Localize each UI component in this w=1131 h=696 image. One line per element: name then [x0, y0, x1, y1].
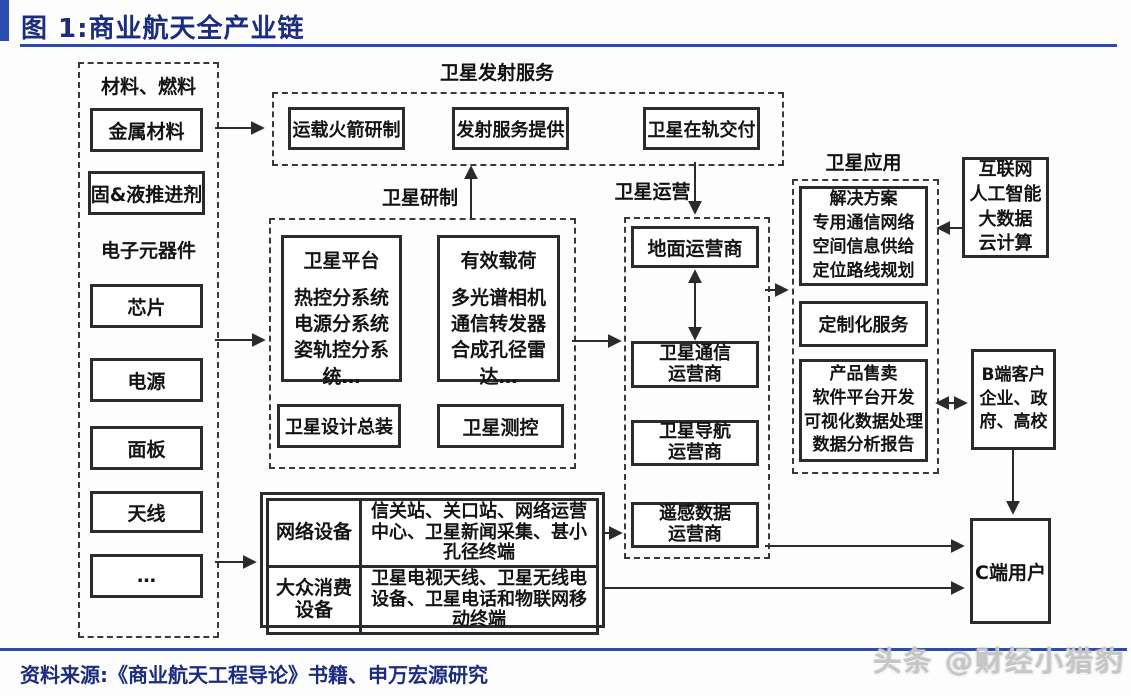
box-metal-materials: 金属材料	[90, 108, 203, 152]
table-row: 大众消费设备 卫星电视天线、卫星无线电设备、卫星电话和物联网移动终端	[266, 565, 599, 636]
box-payload: 有效载荷 多光谱相机 通信转发器 合成孔径雷达…	[437, 235, 560, 388]
label-materials-fuel: 材料、燃料	[100, 76, 196, 98]
box-power: 电源	[90, 358, 203, 402]
box-in-orbit-delivery: 卫星在轨交付	[643, 107, 760, 150]
label-satellite-development: 卫星研制	[381, 187, 458, 209]
title-accent-bar	[0, 0, 9, 41]
box-customized-services: 定制化服务	[799, 301, 928, 347]
title-underline	[20, 44, 1117, 47]
box-product-sales: 产品售卖 软件平台开发 可视化数据处理 数据分析报告	[799, 359, 928, 462]
cell-consumer-equipment-items: 卫星电视天线、卫星无线电设备、卫星电话和物联网移动终端	[359, 565, 599, 636]
box-rocket-development: 运载火箭研制	[288, 107, 405, 150]
satellite-application-group	[792, 179, 939, 474]
source-note: 资料来源:《商业航天工程导论》书籍、申万宏源研究	[20, 663, 488, 687]
label-satellite-launch-services: 卫星发射服务	[439, 62, 554, 84]
satellite-operation-group	[624, 217, 770, 559]
box-c-side-users: C端用户	[970, 518, 1051, 624]
box-b-side-customers: B端客户 企业、政府、高校	[971, 349, 1056, 450]
cell-network-equipment: 网络设备	[266, 497, 362, 569]
box-antenna: 天线	[90, 491, 203, 533]
figure-title: 图 1:商业航天全产业链	[21, 14, 305, 44]
box-propellant: 固&液推进剂	[88, 171, 205, 215]
box-remote-sensing-operators: 遥感数据 运营商	[631, 502, 759, 548]
box-enabling-technologies: 互联网 人工智能 大数据 云计算	[962, 157, 1049, 258]
box-launch-service-provision: 发射服务提供	[452, 107, 569, 150]
box-satnav-operators: 卫星导航 运营商	[631, 420, 759, 466]
table-row: 网络设备 信关站、关口站、网络运营中心、卫星新闻采集、甚小孔径终端	[266, 497, 599, 569]
box-satcom-operators: 卫星通信 运营商	[631, 341, 759, 388]
box-satellite-ttc: 卫星测控	[437, 404, 564, 448]
box-panels: 面板	[90, 426, 203, 470]
label-satellite-operation: 卫星运营	[614, 181, 691, 203]
satellite-platform-heading: 卫星平台	[303, 250, 380, 272]
payload-heading: 有效载荷	[460, 250, 537, 272]
box-satellite-platform: 卫星平台 热控分系统 电源分系统 姿轨控分系统…	[281, 235, 402, 388]
label-satellite-application: 卫星应用	[825, 152, 902, 174]
cell-network-equipment-items: 信关站、关口站、网络运营中心、卫星新闻采集、甚小孔径终端	[359, 497, 599, 569]
launch-services-group	[272, 92, 784, 166]
box-satellite-design-assembly: 卫星设计总装	[277, 404, 401, 448]
watermark: 头条 @财经小猎豹	[873, 645, 1125, 678]
payload-items: 多光谱相机 通信转发器 合成孔径雷达…	[450, 287, 546, 388]
box-ground-operators: 地面运营商	[631, 226, 759, 268]
satellite-development-group	[269, 218, 576, 469]
satellite-platform-subsystems: 热控分系统 电源分系统 姿轨控分系统…	[293, 287, 389, 388]
equipment-table: 网络设备 信关站、关口站、网络运营中心、卫星新闻采集、甚小孔径终端 大众消费设备…	[260, 492, 605, 636]
label-electronic-components: 电子元器件	[100, 240, 196, 262]
box-chips: 芯片	[90, 284, 203, 328]
box-ellipsis: …	[90, 554, 203, 598]
footer-divider	[0, 648, 1127, 651]
cell-consumer-equipment: 大众消费设备	[266, 565, 362, 636]
supply-column: 材料、燃料 金属材料 固&液推进剂 电子元器件 芯片 电源 面板 天线 …	[78, 62, 219, 638]
box-solutions: 解决方案 专用通信网络 空间信息供给 定位路线规划	[799, 186, 928, 286]
